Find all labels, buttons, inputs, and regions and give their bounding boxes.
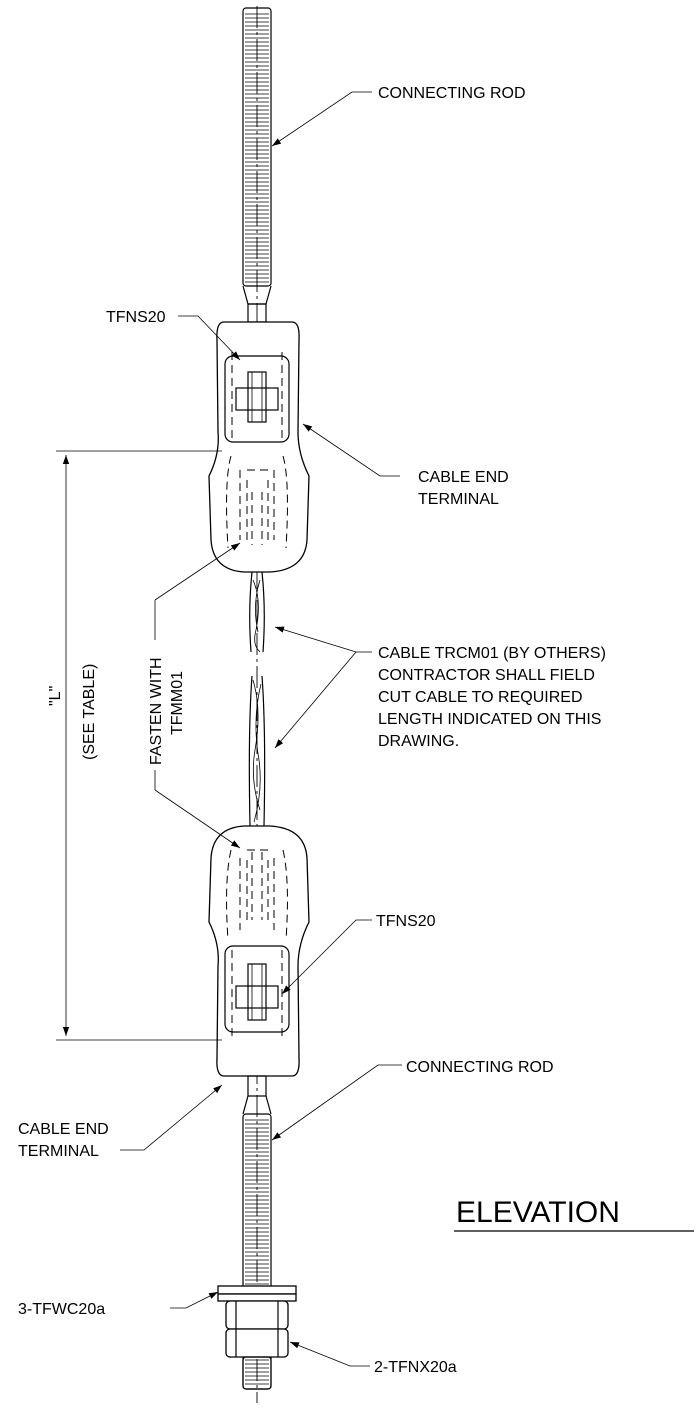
fasten-with-label: FASTEN WITH [148,657,165,765]
double-nut [225,1300,289,1390]
cable-note-line4: LENGTH INDICATED ON THIS [378,711,601,728]
cable-end-terminal-bottom-label-line1: CABLE END [18,1121,109,1138]
nut-callout: 2-TFNX20a [374,1359,457,1376]
tfns20-top-label: TFNS20 [106,309,166,326]
cable [248,571,266,827]
tfns20-bottom-label: TFNS20 [376,913,436,930]
cable-note-line3: CUT CABLE TO REQUIRED [378,689,583,706]
cable-note-line1: CABLE TRCM01 (BY OTHERS) [378,645,606,662]
top-cable-end-terminal [208,321,310,573]
leaders [120,91,402,1367]
cable-end-terminal-bottom-label-line2: TERMINAL [18,1143,99,1160]
dimension-l-label: "L" [47,686,64,706]
washer-callout: 3-TFWC20a [18,1301,105,1318]
see-table-label: (SEE TABLE) [81,664,98,760]
cable-note-line2: CONTRACTOR SHALL FIELD [378,667,595,684]
cable-end-terminal-top-label-line1: CABLE END [418,469,509,486]
bottom-cable-end-terminal [208,825,310,1077]
fasten-with-part-label: TFMM01 [169,671,186,735]
connecting-rod-top-label: CONNECTING ROD [378,85,526,102]
elevation-title: ELEVATION [456,1196,620,1229]
top-rod-threads [245,13,269,283]
top-connecting-rod [242,7,272,323]
connecting-rod-bottom-label: CONNECTING ROD [406,1059,554,1076]
cable-note-line5: DRAWING. [378,733,459,750]
washer [217,1285,297,1302]
cable-end-terminal-top-label-line2: TERMINAL [418,491,499,508]
dimension-l [56,450,222,1041]
